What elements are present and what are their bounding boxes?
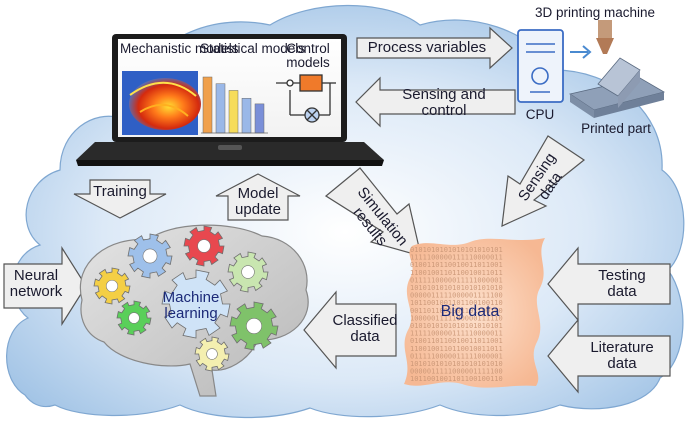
binary-row: 1011001001101100100110 <box>410 299 503 307</box>
control-models-label: Control models <box>286 41 330 71</box>
bar-4 <box>254 103 265 134</box>
printed-part-illustration <box>569 20 666 118</box>
testing-data-arrow <box>547 246 671 322</box>
cpu-box <box>517 29 564 103</box>
binary-row: 0011011001001101100100 <box>410 307 503 315</box>
control-diagram <box>276 74 336 123</box>
sensing-data-arrow <box>501 135 586 227</box>
gear-icon <box>161 269 231 339</box>
gear-cluster <box>93 225 279 372</box>
gear-hub <box>128 312 140 324</box>
big-data-panel <box>404 238 545 388</box>
binary-row: 0100110110010011011001 <box>410 337 503 345</box>
big-data-label: Big data <box>440 303 500 320</box>
bar-3 <box>241 98 252 134</box>
binary-row: 0100110110010011011001 <box>410 261 503 269</box>
mechanistic-model-thumbnail <box>122 71 201 135</box>
gear-hub <box>105 279 119 293</box>
bar-0 <box>202 76 213 134</box>
binary-row: 1010101010101010101010 <box>410 360 503 368</box>
printed-part-label: Printed part <box>581 121 651 136</box>
binary-row: 0111110000011111000001 <box>410 352 503 360</box>
statistical-bar-chart <box>201 76 268 134</box>
model-update-label: Model update <box>235 185 281 218</box>
neural-network-label: Neural network <box>9 267 63 300</box>
gear-hub <box>246 318 262 334</box>
simulation-results-arrow <box>324 167 422 257</box>
sensing-control-arrow <box>355 76 516 128</box>
binary-text: 0101010101010101010101111110000011111000… <box>410 246 503 383</box>
statistical-models-label: Statistical models <box>200 41 306 56</box>
literature-data-arrow <box>547 318 671 394</box>
literature-data-label: Literature data <box>590 339 654 372</box>
binary-row: 1011001001101100100110 <box>410 375 503 383</box>
classified-data-arrow <box>303 290 397 370</box>
model-update-arrow <box>215 173 301 221</box>
binary-row: 0101010101010101010101 <box>410 322 503 330</box>
mechanistic-models-label: Mechanistic models <box>120 41 239 56</box>
testing-data-label: Testing data <box>598 267 646 300</box>
machine-title: 3D printing machine <box>534 5 656 20</box>
bar-1 <box>215 83 226 134</box>
binary-row: 0000011111000001111100 <box>410 368 503 376</box>
binary-row: 0101010101010101010101 <box>410 246 503 254</box>
gear-hub <box>241 265 255 279</box>
neural-network-arrow <box>3 245 87 327</box>
binary-row: 1100100110110010011011 <box>410 269 503 277</box>
binary-row: 0111110000011111000001 <box>410 276 503 284</box>
binary-row: 1100100110110010011011 <box>410 345 503 353</box>
machine-learning-label: Machine learning <box>162 289 220 322</box>
training-arrow <box>73 179 167 219</box>
process-variables-arrow <box>356 26 513 70</box>
binary-row: 0000011111000001111100 <box>410 292 503 300</box>
process-variables-label: Process variables <box>367 39 487 56</box>
bar-2 <box>228 90 239 134</box>
binary-row: 1000001111100000111110 <box>410 314 503 322</box>
cpu-to-nozzle-arrow <box>570 45 592 59</box>
gear-hub <box>142 248 158 264</box>
sensing-control-label: Sensing and control <box>402 86 486 119</box>
cpu-label: CPU <box>525 107 555 122</box>
classified-data-label: Classified data <box>332 312 398 345</box>
binary-row: 1111100000111110000011 <box>410 330 503 338</box>
gear-hub <box>206 348 218 360</box>
binary-row: 1010101010101010101010 <box>410 284 503 292</box>
gear-hub <box>197 239 211 253</box>
binary-row: 1111100000111110000011 <box>410 254 503 262</box>
training-label: Training <box>93 183 147 200</box>
